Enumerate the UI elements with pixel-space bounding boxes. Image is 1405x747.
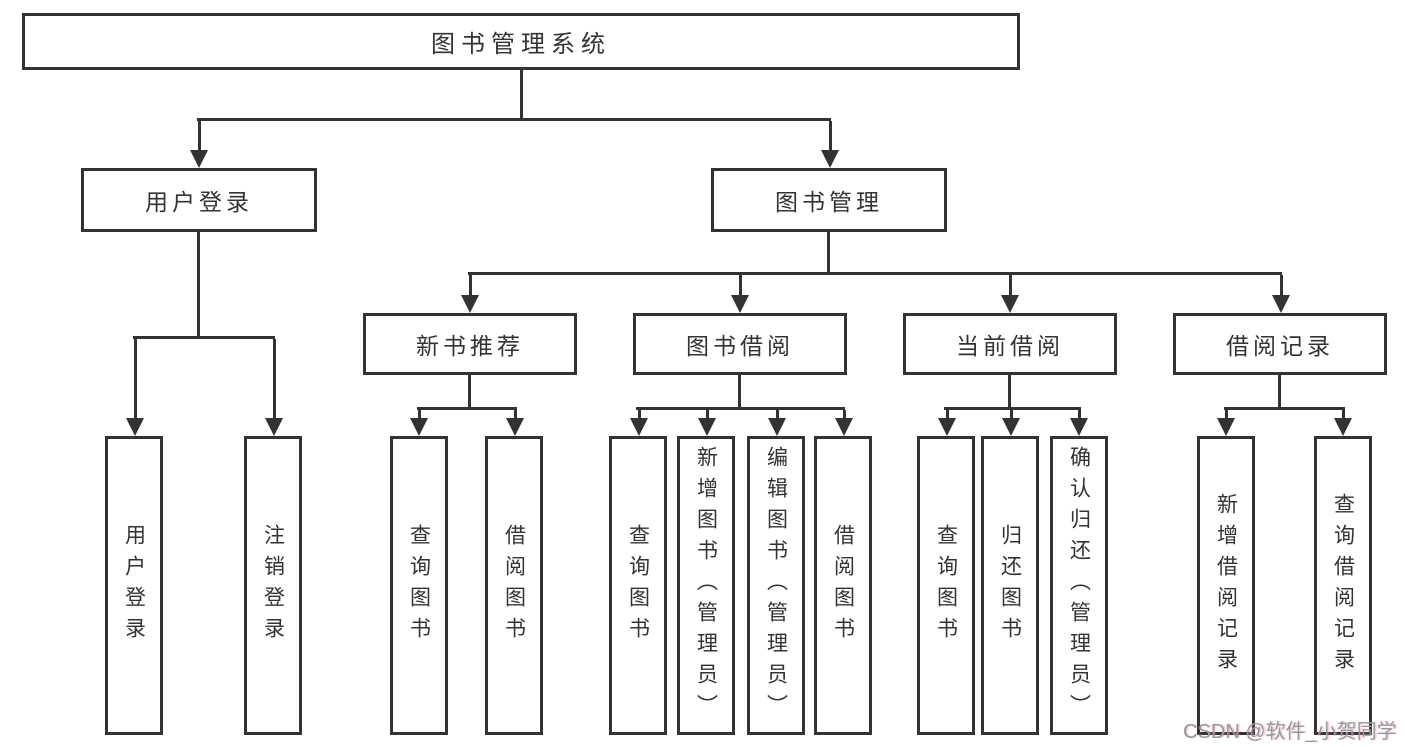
- connector-arrow-down: [1334, 410, 1352, 436]
- connector-vline: [520, 70, 523, 118]
- connector-hline: [1224, 407, 1345, 410]
- connector-arrow-down: [821, 121, 839, 168]
- connector-hline: [197, 118, 831, 121]
- connector-arrow-down: [506, 410, 524, 436]
- connector-arrow-down: [731, 275, 749, 313]
- connector-vline: [1008, 375, 1011, 407]
- connector-vline: [1278, 375, 1281, 407]
- node-book-borrowing: 图书借阅: [633, 313, 847, 375]
- connector-arrow-down: [1272, 275, 1290, 313]
- node-label: 查询图书: [407, 523, 431, 648]
- node-label: 新书推荐: [416, 333, 524, 359]
- connector-arrow-down: [1001, 275, 1019, 313]
- node-label: 借阅记录: [1226, 333, 1334, 359]
- connector-arrow-down: [1217, 410, 1235, 436]
- leaf-query-books-recommend: 查询图书: [390, 436, 448, 735]
- node-label: 图书管理: [775, 189, 883, 215]
- leaf-query-borrow-record: 查询借阅记录: [1314, 436, 1372, 735]
- node-label: 新增借阅记录: [1214, 492, 1238, 679]
- csdn-watermark: CSDN @软件_小贺同学: [1183, 721, 1397, 743]
- node-borrowing-records: 借阅记录: [1173, 313, 1387, 375]
- node-label: 查询图书: [626, 523, 650, 648]
- connector-arrow-down: [630, 410, 648, 436]
- connector-vline: [468, 375, 471, 407]
- leaf-confirm-return-admin: 确认归还（管理员）: [1050, 436, 1108, 735]
- node-library-management-system: 图书管理系统: [22, 13, 1020, 70]
- connector-hline: [133, 336, 275, 339]
- connector-hline: [944, 407, 1081, 410]
- connector-vline: [827, 232, 830, 272]
- node-label: 确认归还（管理员）: [1067, 446, 1091, 725]
- leaf-logout-login: 注销登录: [244, 436, 302, 735]
- leaf-add-book-admin: 新增图书（管理员）: [677, 436, 735, 735]
- connector-arrow-down: [1070, 410, 1088, 436]
- node-current-borrowing: 当前借阅: [903, 313, 1117, 375]
- node-label: 查询图书: [934, 523, 958, 648]
- connector-vline: [738, 375, 741, 407]
- connector-arrow-down: [768, 410, 786, 436]
- node-label: 用户登录: [122, 523, 146, 648]
- leaf-return-books: 归还图书: [981, 436, 1039, 735]
- leaf-borrow-books-recommend: 借阅图书: [485, 436, 543, 735]
- node-label: 注销登录: [261, 523, 285, 648]
- leaf-edit-book-admin: 编辑图书（管理员）: [747, 436, 805, 735]
- node-label: 查询借阅记录: [1331, 492, 1355, 679]
- connector-arrow-down: [410, 410, 428, 436]
- connector-arrow-down: [265, 339, 283, 436]
- leaf-query-books-borrowing: 查询图书: [609, 436, 667, 735]
- node-label: 新增图书（管理员）: [694, 446, 718, 725]
- leaf-query-books-current: 查询图书: [917, 436, 975, 735]
- connector-arrow-down: [190, 121, 208, 168]
- connector-hline: [417, 407, 517, 410]
- connector-arrow-down: [461, 275, 479, 313]
- connector-arrow-down: [126, 339, 144, 436]
- connector-arrow-down: [835, 410, 853, 436]
- node-user-login: 用户登录: [81, 168, 317, 232]
- node-label: 图书管理系统: [431, 31, 611, 58]
- connector-hline: [468, 272, 1282, 275]
- node-label: 图书借阅: [686, 333, 794, 359]
- connector-hline: [636, 407, 845, 410]
- leaf-add-borrow-record: 新增借阅记录: [1197, 436, 1255, 735]
- connector-vline: [197, 232, 200, 336]
- node-book-management: 图书管理: [711, 168, 947, 232]
- node-label: 借阅图书: [502, 523, 526, 648]
- node-label: 归还图书: [998, 523, 1022, 648]
- node-label: 当前借阅: [956, 333, 1064, 359]
- leaf-user-login: 用户登录: [105, 436, 163, 735]
- node-label: 编辑图书（管理员）: [764, 446, 788, 725]
- node-label: 用户登录: [145, 189, 253, 215]
- connector-arrow-down: [698, 410, 716, 436]
- leaf-borrow-books: 借阅图书: [814, 436, 872, 735]
- connector-arrow-down: [1002, 410, 1020, 436]
- connector-arrow-down: [938, 410, 956, 436]
- node-label: 借阅图书: [831, 523, 855, 648]
- node-new-book-recommendation: 新书推荐: [363, 313, 577, 375]
